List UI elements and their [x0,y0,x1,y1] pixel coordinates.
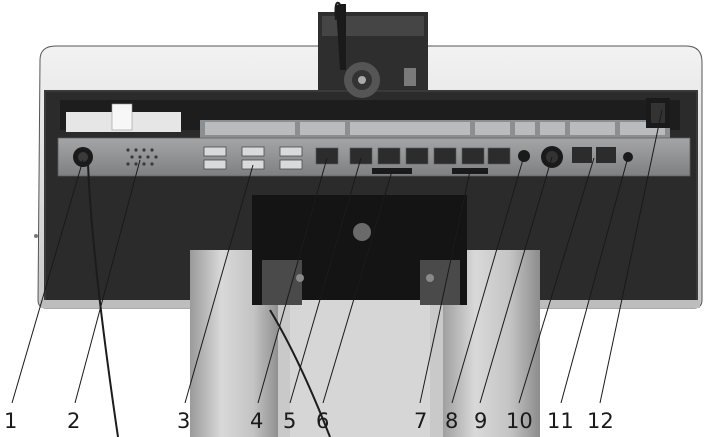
callout-line-12 [599,109,663,404]
callout-line-3 [184,164,254,404]
callout-number-4: 4 [250,409,264,433]
callout-number-6: 6 [316,409,330,433]
callout-line-1 [11,159,84,404]
callout-line-11 [560,156,629,404]
callout-number-7: 7 [414,409,428,433]
io-panel [57,98,691,177]
callout-line-4 [257,157,328,404]
callout-line-2 [74,159,141,404]
callout-number-8: 8 [445,409,459,433]
callout-number-1: 1 [4,409,18,433]
callout-number-5: 5 [283,409,297,433]
callout-number-9: 9 [474,409,488,433]
callout-lines [11,109,663,404]
callout-number-11: 11 [547,409,574,433]
callout-number-10: 10 [506,409,533,433]
callout-number-3: 3 [177,409,191,433]
callout-line-10 [518,157,595,404]
callout-line-5 [289,157,362,404]
callout-line-6 [322,170,393,404]
callout-line-9 [479,156,553,404]
callout-number-2: 2 [67,409,81,433]
callout-number-12: 12 [587,409,614,433]
top-mount-box [318,4,428,98]
callout-line-7 [419,170,471,404]
callout-line-8 [451,155,525,404]
